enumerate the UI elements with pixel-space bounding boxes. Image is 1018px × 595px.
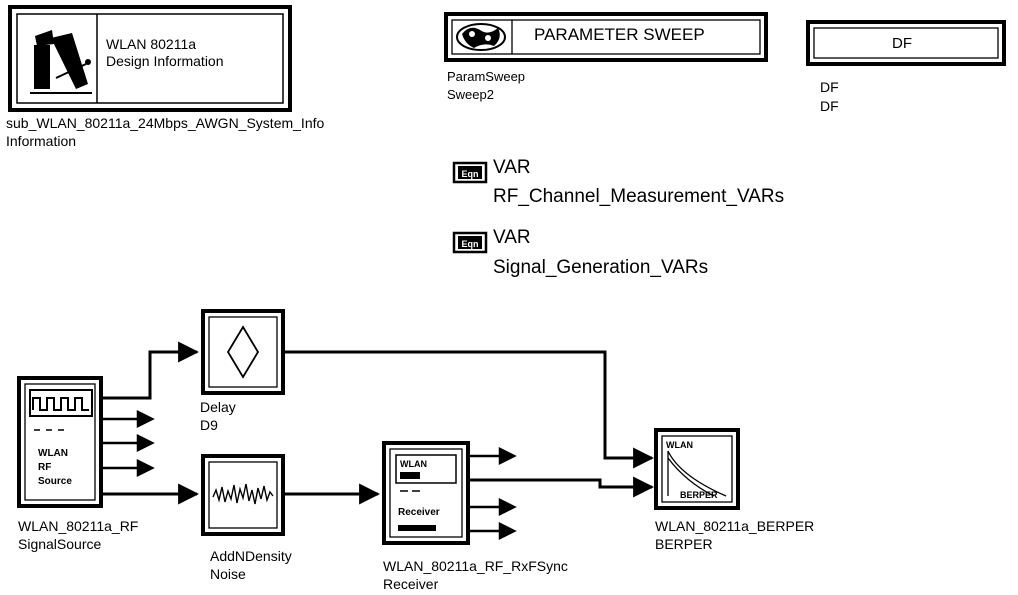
design-info-block[interactable] [8, 5, 292, 112]
ber-curve-icon [667, 450, 727, 497]
noise-component[interactable] [201, 454, 285, 536]
source-icon-line3: Source [38, 476, 72, 487]
param-sweep-header: PARAMETER SWEEP [534, 25, 705, 44]
berper-instance: WLAN_80211a_BERPER [655, 518, 815, 534]
receiver-unconnected-ports [470, 446, 517, 541]
design-info-component: Information [6, 133, 77, 149]
berper-component[interactable]: WLAN BERPER [654, 428, 740, 510]
receiver-component[interactable]: WLAN Receiver [382, 441, 470, 545]
receiver-component-name: Receiver [383, 576, 439, 592]
var-icon-2-text: Eqn [462, 239, 479, 249]
source-instance: WLAN_80211a_RF [18, 518, 139, 534]
noise-component-name: Noise [210, 566, 246, 582]
delay-component[interactable] [201, 309, 285, 395]
param-sweep-block[interactable] [444, 12, 768, 62]
globe-icon [456, 23, 506, 51]
source-icon-line1: WLAN [38, 448, 68, 459]
var-1-type: VAR [493, 157, 531, 178]
df-block[interactable] [806, 20, 1006, 66]
delay-diamond-icon [226, 325, 260, 379]
receiver-instance: WLAN_80211a_RF_RxFSync [383, 558, 568, 574]
design-info-icon [30, 30, 92, 94]
berper-icon-bottom: BERPER [680, 490, 718, 500]
var-2-name: Signal_Generation_VARs [493, 257, 709, 278]
berper-component-name: BERPER [655, 536, 713, 552]
var-icon-2[interactable]: Eqn [452, 231, 488, 254]
waveform-icon [29, 389, 93, 431]
berper-icon-top: WLAN [666, 440, 693, 450]
noise-instance: AddNDensity [210, 548, 292, 564]
noise-waveform-icon [212, 483, 274, 505]
delay-instance: Delay [200, 399, 236, 415]
source-icon-line2: RF [38, 462, 51, 473]
var-icon-1-text: Eqn [462, 169, 479, 179]
df-type: DF [820, 79, 839, 95]
design-info-title-2: Design Information [106, 53, 224, 69]
source-component-name: SignalSource [18, 536, 102, 552]
param-sweep-instance: Sweep2 [447, 87, 494, 102]
design-info-instance: sub_WLAN_80211a_24Mbps_AWGN_System_Info [6, 115, 325, 131]
signal-source-component[interactable]: WLAN RF Source [17, 376, 103, 508]
wires [103, 341, 655, 505]
wire-receiver-to-berper [470, 476, 655, 498]
source-unconnected-ports [103, 409, 155, 478]
df-header: DF [892, 35, 912, 52]
param-sweep-type: ParamSweep [447, 69, 526, 84]
receiver-icon-mid: Receiver [398, 507, 440, 518]
wire-delay-to-berper [285, 350, 655, 469]
delay-component-name: D9 [200, 417, 218, 433]
df-instance: DF [820, 98, 839, 114]
wire-source-to-delay [103, 341, 200, 400]
var-icon-1[interactable]: Eqn [452, 161, 488, 184]
receiver-icon-top: WLAN [400, 459, 427, 469]
design-info-title-1: WLAN 80211a [106, 36, 197, 52]
var-2-type: VAR [493, 227, 531, 248]
var-1-name: RF_Channel_Measurement_VARs [493, 186, 785, 207]
